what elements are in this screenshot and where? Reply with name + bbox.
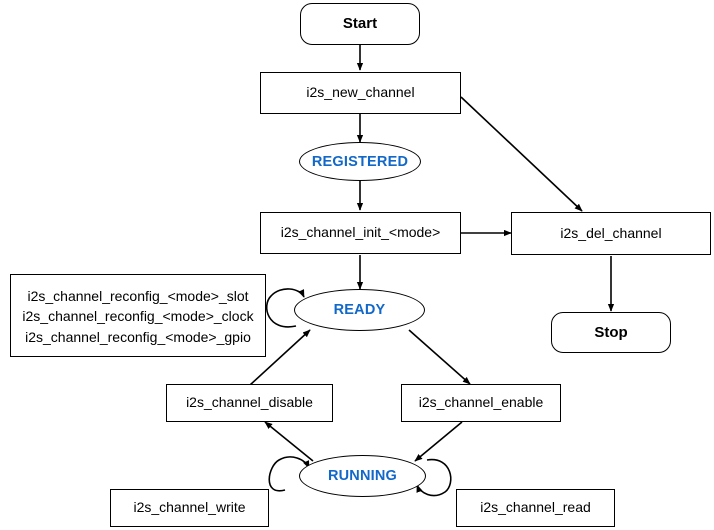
node-i2s-new-channel[interactable]: i2s_new_channel (260, 72, 461, 114)
node-start[interactable]: Start (300, 3, 420, 45)
node-i2s-channel-read-label: i2s_channel_read (480, 499, 591, 516)
state-running-label: RUNNING (327, 468, 398, 484)
node-start-label: Start (342, 15, 378, 33)
state-ready[interactable]: READY (294, 289, 425, 331)
node-i2s-del-channel-label: i2s_del_channel (560, 224, 662, 241)
edge-running-to-channel-disable (264, 421, 314, 462)
node-stop[interactable]: Stop (551, 312, 671, 353)
node-i2s-del-channel[interactable]: i2s_del_channel (511, 212, 711, 255)
node-stop-label: Stop (594, 323, 628, 341)
node-i2s-channel-write-label: i2s_channel_write (133, 499, 246, 516)
node-i2s-channel-write[interactable]: i2s_channel_write (110, 489, 269, 527)
node-i2s-channel-init-label: i2s_channel_init_<mode> (280, 224, 441, 241)
node-i2s-channel-enable-label: i2s_channel_enable (418, 394, 544, 411)
state-registered[interactable]: REGISTERED (299, 142, 421, 181)
edge-channel-enable-to-running (414, 421, 463, 462)
node-i2s-channel-disable-label: i2s_channel_disable (186, 394, 313, 411)
edge-new-channel-to-del-channel (460, 96, 583, 212)
state-ready-label: READY (333, 302, 386, 318)
node-i2s-channel-init[interactable]: i2s_channel_init_<mode> (260, 212, 461, 254)
node-i2s-new-channel-label: i2s_new_channel (306, 84, 415, 101)
state-registered-label: REGISTERED (311, 153, 409, 170)
node-i2s-channel-reconfig[interactable]: i2s_channel_reconfig_<mode>_slot i2s_cha… (10, 274, 266, 357)
node-i2s-channel-read[interactable]: i2s_channel_read (456, 489, 615, 527)
edge-ready-to-channel-enable (408, 329, 471, 385)
state-running[interactable]: RUNNING (299, 455, 426, 497)
node-i2s-channel-disable[interactable]: i2s_channel_disable (166, 384, 333, 422)
node-i2s-channel-enable[interactable]: i2s_channel_enable (401, 384, 561, 422)
node-i2s-channel-reconfig-label: i2s_channel_reconfig_<mode>_slot i2s_cha… (22, 288, 254, 345)
